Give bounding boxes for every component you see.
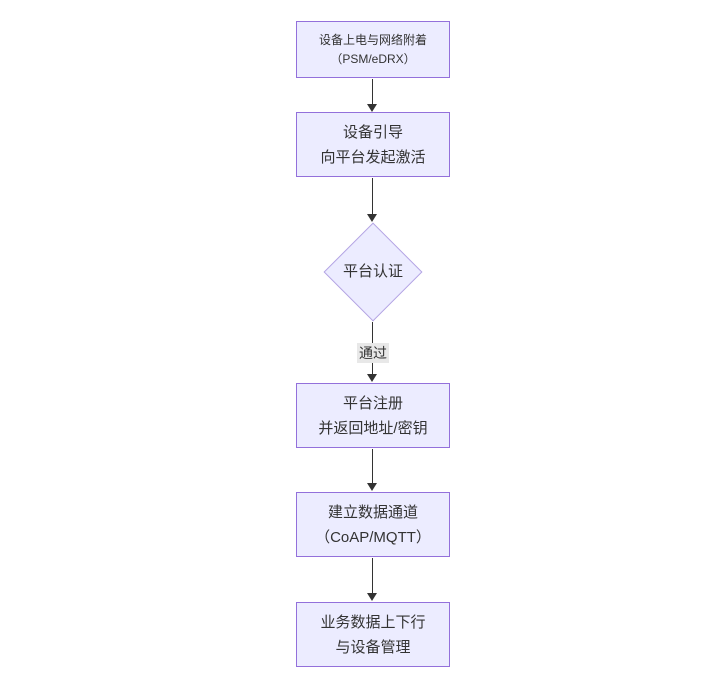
node-text-line: 业务数据上下行 xyxy=(320,613,426,631)
arrowhead-icon xyxy=(367,593,377,601)
node-text-line: 平台注册 xyxy=(342,394,403,412)
flow-node-data-channel: 建立数据通道 （CoAP/MQTT） xyxy=(296,492,450,557)
node-text-line: （PSM/eDRX） xyxy=(330,51,416,66)
flow-node-platform-register: 平台注册 并返回地址/密钥 xyxy=(296,383,450,448)
edge-label-pass: 通过 xyxy=(357,343,389,363)
flow-node-business-data: 业务数据上下行 与设备管理 xyxy=(296,602,450,667)
node-text-line: （CoAP/MQTT） xyxy=(315,528,431,546)
arrowhead-icon xyxy=(367,104,377,112)
node-text-line: 设备上电与网络附着 xyxy=(318,32,427,47)
arrowhead-icon xyxy=(367,214,377,222)
node-text-line: 建立数据通道 xyxy=(327,503,418,521)
flow-node-power-on-network-attach: 设备上电与网络附着 （PSM/eDRX） xyxy=(296,21,450,78)
arrow-line xyxy=(372,449,373,483)
arrow-line xyxy=(372,558,373,593)
flow-node-device-bootstrap: 设备引导 向平台发起激活 xyxy=(296,112,450,177)
arrow-line xyxy=(372,79,373,104)
arrowhead-icon xyxy=(367,483,377,491)
node-text-line: 设备引导 xyxy=(342,123,403,141)
node-text-line: 向平台发起激活 xyxy=(320,148,426,166)
node-text-line: 并返回地址/密钥 xyxy=(318,419,428,437)
node-text-line: 与设备管理 xyxy=(335,638,411,656)
decision-label: 平台认证 xyxy=(342,263,403,280)
arrowhead-icon xyxy=(367,374,377,382)
arrow-line xyxy=(372,178,373,214)
